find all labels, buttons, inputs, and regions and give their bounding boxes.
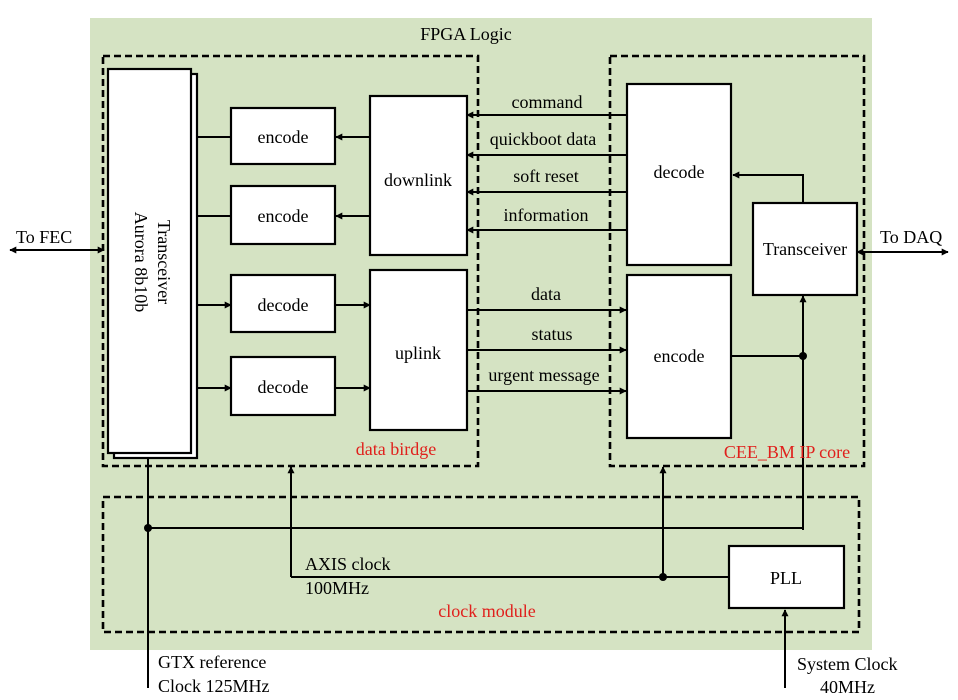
junction-node — [799, 352, 807, 360]
signal-quickboot: quickboot data — [490, 129, 596, 149]
signal-command: command — [512, 92, 583, 112]
junction-node — [659, 573, 667, 581]
decode-1-label: decode — [258, 295, 309, 315]
ip-core-box — [608, 54, 866, 468]
encode-mid-label: encode — [258, 206, 309, 226]
decode-block-1 — [229, 273, 337, 334]
system-clock-line1: System Clock — [797, 654, 898, 674]
data-bridge-label: data birdge — [356, 439, 436, 459]
junction-node — [144, 524, 152, 532]
transceiver-left-line1: Transceiver — [154, 220, 174, 304]
decode-block-2 — [229, 355, 337, 417]
signal-urgent-message: urgent message — [488, 365, 599, 385]
data-bridge-box — [101, 54, 480, 468]
fpga-title: FPGA Logic — [420, 24, 512, 44]
axis-clock-line1: AXIS clock — [305, 554, 390, 574]
ip-core-label: CEE_BM IP core — [724, 442, 850, 462]
pll-label: PLL — [770, 568, 802, 588]
downlink-block — [368, 94, 469, 257]
gtx-reference-line2: Clock 125MHz — [158, 676, 270, 696]
ip-encode-label: encode — [654, 346, 705, 366]
encode-block-mid — [229, 184, 337, 246]
clock-module-box — [101, 495, 861, 634]
to-daq-label: To DAQ — [880, 227, 942, 247]
transceiver-right — [751, 201, 859, 297]
signal-data: data — [531, 284, 561, 304]
signal-status: status — [531, 324, 572, 344]
transceiver-left — [106, 67, 193, 455]
encode-block-top — [229, 106, 337, 166]
downlink-label: downlink — [384, 170, 452, 190]
signal-information: information — [504, 205, 589, 225]
transceiver-right-label: Transceiver — [763, 239, 847, 259]
ip-encode-block — [625, 273, 733, 440]
uplink-block — [368, 268, 469, 432]
uplink-label: uplink — [395, 343, 441, 363]
decode-2-label: decode — [258, 377, 309, 397]
transceiver-to-ip-decode — [732, 171, 804, 203]
fpga-logic-region — [90, 18, 872, 650]
encode-top-label: encode — [258, 127, 309, 147]
pll-block — [727, 544, 846, 610]
system-clock-line2: 40MHz — [820, 677, 875, 697]
ip-decode-block — [625, 82, 733, 267]
transceiver-left-line2: Aurora 8b10b — [131, 212, 151, 312]
to-fec-label: To FEC — [16, 227, 72, 247]
gtx-reference-line1: GTX reference — [158, 652, 266, 672]
signal-soft-reset: soft reset — [513, 166, 578, 186]
clock-module-label: clock module — [438, 601, 535, 621]
ip-decode-label: decode — [654, 162, 705, 182]
axis-clock-line2: 100MHz — [305, 578, 369, 598]
